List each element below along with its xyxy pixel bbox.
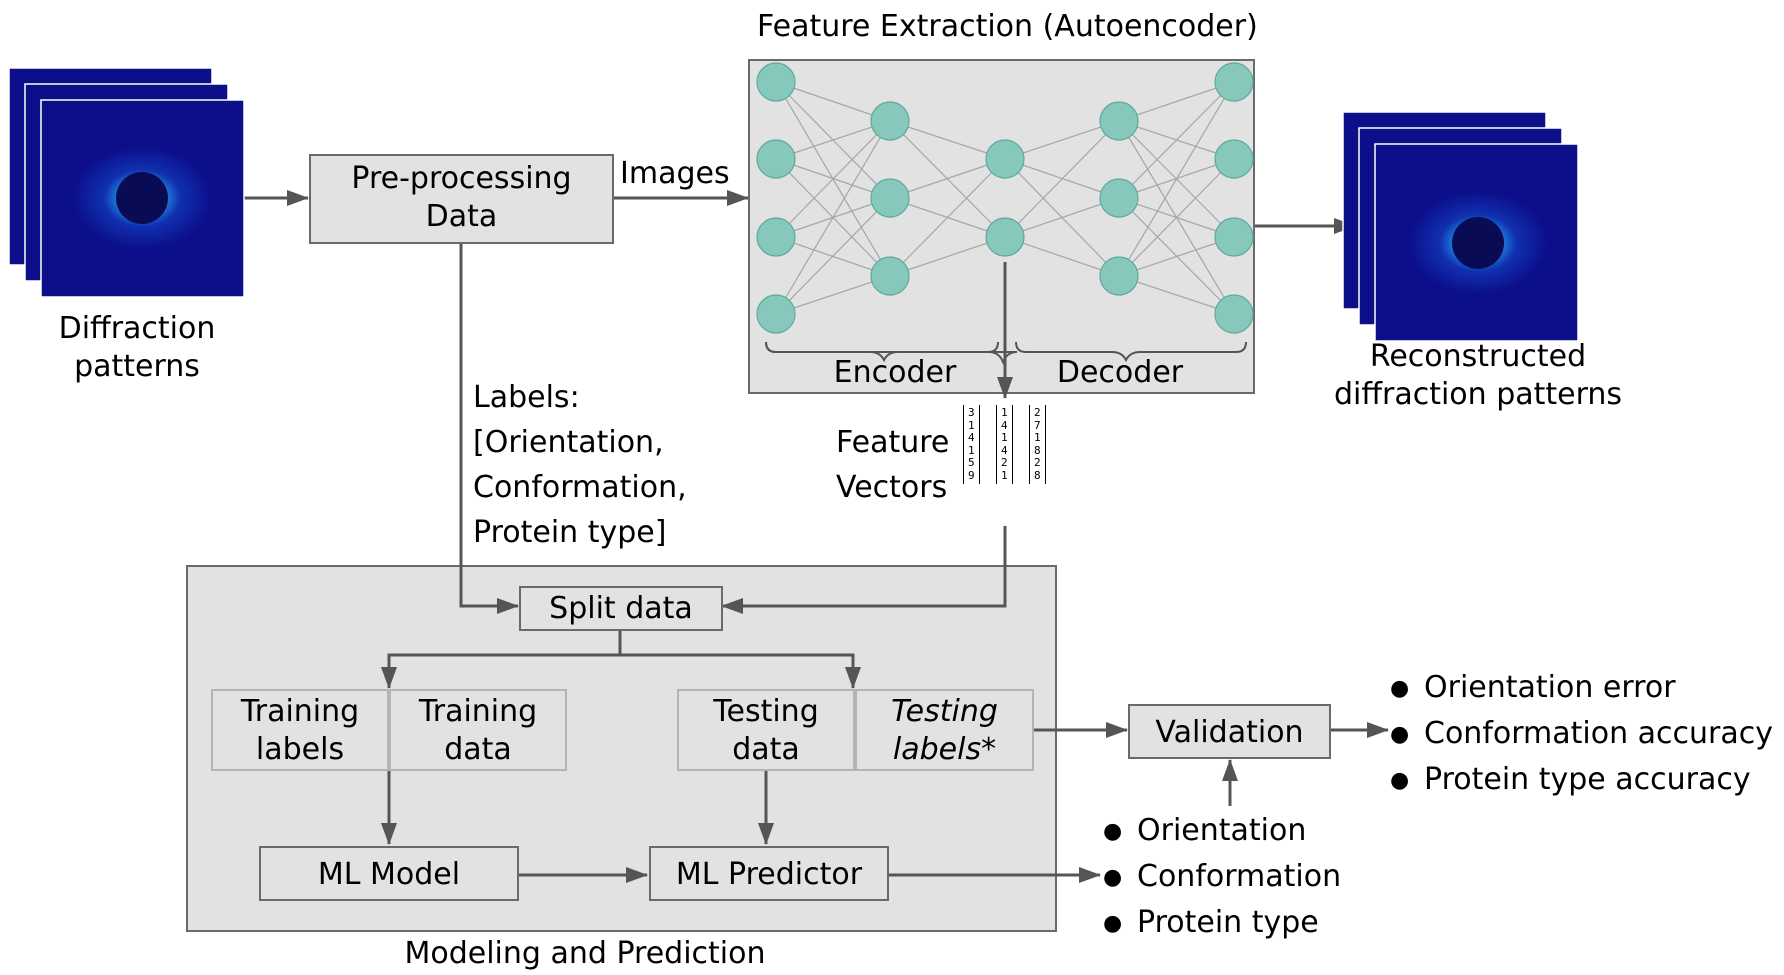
autoencoder-title: Feature Extraction (Autoencoder) — [757, 9, 1258, 44]
diffraction-patterns-stack — [8, 67, 245, 298]
latent-node-icon — [985, 139, 1025, 179]
decoder-node-icon — [1099, 101, 1139, 141]
arrow-split-to-testing — [620, 653, 861, 689]
validation-metrics-list: Orientation error Conformation accuracy … — [1390, 665, 1773, 803]
feature-vectors-label: Feature Vectors — [836, 425, 950, 505]
output-node-icon — [1214, 217, 1254, 257]
input-node-icon — [756, 62, 796, 102]
decoder-node-icon — [1099, 178, 1139, 218]
training-labels-box: Training labels — [211, 689, 389, 771]
reconstructed-label: Reconstructed diffraction patterns — [1333, 339, 1623, 412]
testing-data-box: Testing data — [677, 689, 855, 771]
input-node-icon — [756, 294, 796, 334]
encoder-label: Encoder — [833, 355, 957, 390]
output-node-icon — [1214, 294, 1254, 334]
testing-labels-box: Testing labels* — [855, 689, 1034, 771]
training-data-box: Training data — [389, 689, 567, 771]
list-item: Conformation — [1103, 854, 1341, 900]
list-item: Protein type — [1103, 900, 1341, 946]
images-label: Images — [620, 156, 730, 191]
diffraction-label: Diffraction patterns — [58, 311, 216, 384]
decoder-brace-icon — [1015, 341, 1247, 363]
list-item: Orientation error — [1390, 665, 1773, 711]
latent-node-icon — [985, 217, 1025, 257]
decoder-label: Decoder — [1056, 355, 1184, 390]
ml-predictor-box: ML Predictor — [649, 846, 889, 901]
encoder-node-icon — [870, 178, 910, 218]
ml-model-box: ML Model — [259, 846, 519, 901]
split-data-box: Split data — [519, 586, 723, 631]
preprocess-box: Pre-processing Data — [309, 154, 614, 244]
list-item: Protein type accuracy — [1390, 757, 1773, 803]
encoder-node-icon — [870, 256, 910, 296]
modeling-title: Modeling and Prediction — [404, 936, 766, 971]
input-node-icon — [756, 217, 796, 257]
reconstructed-patterns-stack — [1342, 111, 1579, 342]
output-node-icon — [1214, 62, 1254, 102]
prediction-outputs-list: Orientation Conformation Protein type — [1103, 808, 1341, 946]
input-node-icon — [756, 139, 796, 179]
arrow-labels-to-split — [459, 244, 519, 614]
labels-text: Labels: [Orientation, Conformation, Prot… — [473, 380, 687, 550]
encoder-node-icon — [870, 101, 910, 141]
list-item: Conformation accuracy — [1390, 711, 1773, 757]
validation-box: Validation — [1128, 704, 1331, 759]
list-item: Orientation — [1103, 808, 1341, 854]
arrow-split-to-training — [381, 629, 622, 689]
output-node-icon — [1214, 139, 1254, 179]
encoder-brace-icon — [765, 341, 999, 363]
arrow-features-to-split — [721, 526, 1007, 614]
network-connections — [775, 81, 1235, 315]
decoder-node-icon — [1099, 256, 1139, 296]
